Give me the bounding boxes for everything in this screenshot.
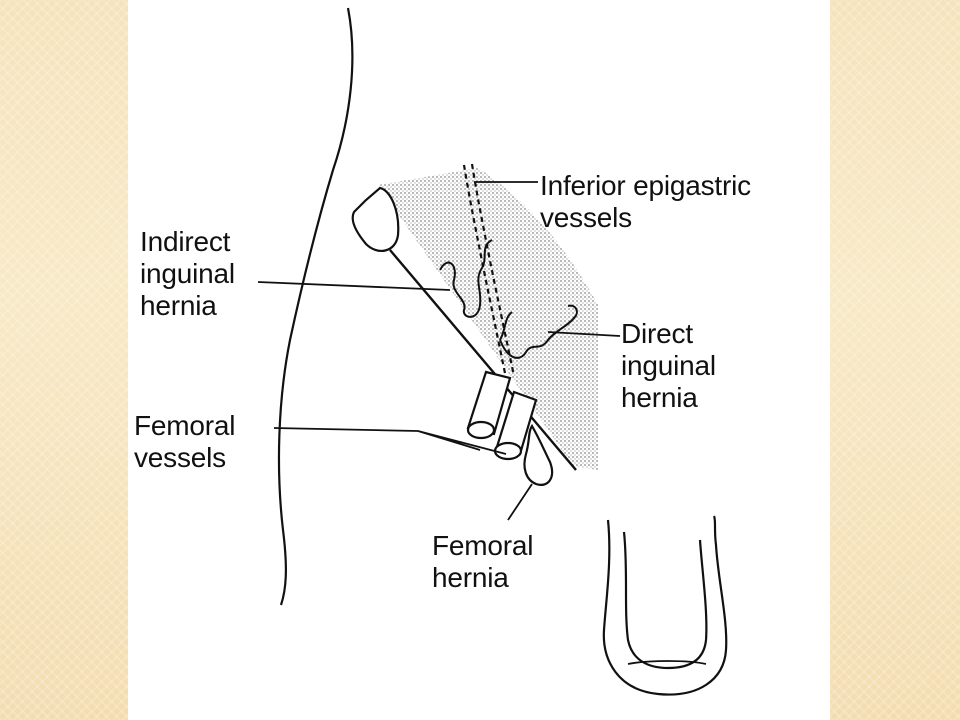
- femoral-hernia-shape: [523, 423, 554, 486]
- label-femoral-hernia: Femoral hernia: [432, 530, 534, 593]
- diagram-panel: Inferior epigastric vessels Indirect ing…: [128, 0, 830, 720]
- indirect-hernia-shape: [439, 239, 493, 318]
- femoral-vessels: [466, 370, 538, 461]
- leader-indirect: [257, 281, 451, 291]
- inguinal-ligament: [389, 249, 577, 471]
- direct-hernia-shape: [499, 304, 578, 359]
- leader-femoral-vessels: [273, 427, 507, 455]
- label-femoral-vessels: Femoral vessels: [134, 410, 236, 473]
- leader-direct: [547, 331, 621, 337]
- label-direct-inguinal-hernia: Direct inguinal hernia: [621, 318, 716, 413]
- body-outline: [277, 7, 354, 606]
- leader-femoral-hernia: [507, 483, 533, 521]
- shaded-region: [378, 168, 598, 470]
- label-indirect-inguinal-hernia: Indirect inguinal hernia: [140, 226, 235, 321]
- label-inferior-epigastric-vessels: Inferior epigastric vessels: [540, 170, 751, 233]
- anatomy-drawing: [257, 7, 728, 696]
- inferior-epigastric-vessels: [462, 164, 508, 379]
- genital-outline: [602, 515, 728, 696]
- finger-shape: [351, 186, 400, 253]
